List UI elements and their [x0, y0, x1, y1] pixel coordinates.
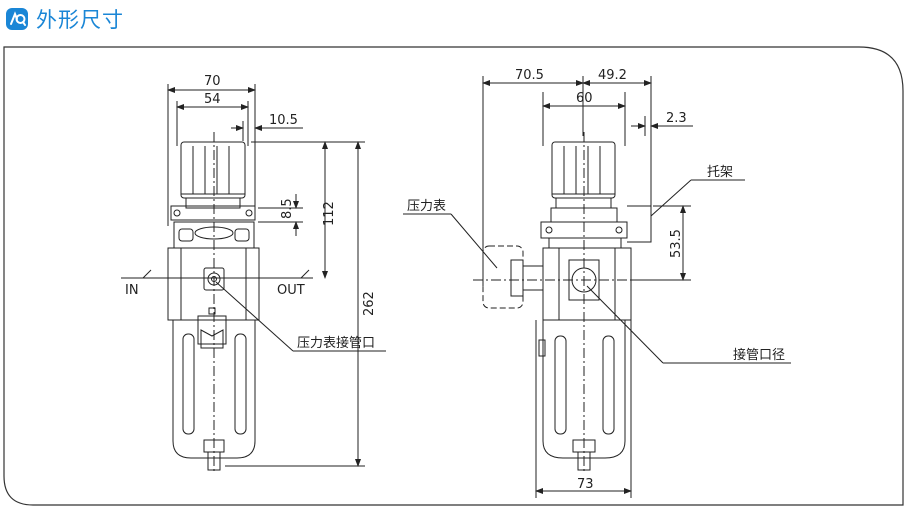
dim-70-5: 70.5 — [515, 68, 544, 83]
dim-8-5: 8.5 — [280, 198, 295, 219]
dim-262: 262 — [362, 291, 377, 316]
label-gauge-port: 压力表接管口 — [297, 335, 375, 351]
left-view — [121, 84, 386, 474]
section-header: 外形尺寸 — [6, 4, 124, 34]
label-bracket: 托架 — [707, 165, 733, 180]
left-view-text: 70 54 10.5 8.5 112 262 IN OUT 压力表接管口 — [125, 74, 377, 351]
label-in: IN — [125, 283, 139, 298]
dim-54: 54 — [204, 92, 221, 107]
dim-49-2: 49.2 — [598, 68, 627, 83]
dim-60: 60 — [576, 91, 593, 106]
right-view-text: 70.5 49.2 60 2.3 53.5 73 压力表 托架 接管口径 — [407, 68, 785, 492]
dim-10-5: 10.5 — [269, 113, 298, 128]
dim-73: 73 — [577, 477, 594, 492]
label-gauge: 压力表 — [407, 199, 446, 214]
right-view — [403, 76, 791, 498]
dimension-drawing: 70 54 10.5 8.5 112 262 IN OUT 压力表接管口 — [3, 46, 904, 506]
dim-2-3: 2.3 — [666, 111, 687, 126]
caliper-logo-icon — [6, 8, 28, 30]
frame-border — [3, 46, 904, 506]
label-out: OUT — [277, 283, 305, 298]
page-title: 外形尺寸 — [36, 8, 124, 32]
label-port-diameter: 接管口径 — [733, 347, 785, 363]
dim-53-5: 53.5 — [669, 229, 684, 258]
dim-70: 70 — [204, 74, 221, 89]
dim-112: 112 — [322, 201, 337, 226]
drawing-frame: 70 54 10.5 8.5 112 262 IN OUT 压力表接管口 — [3, 46, 905, 507]
